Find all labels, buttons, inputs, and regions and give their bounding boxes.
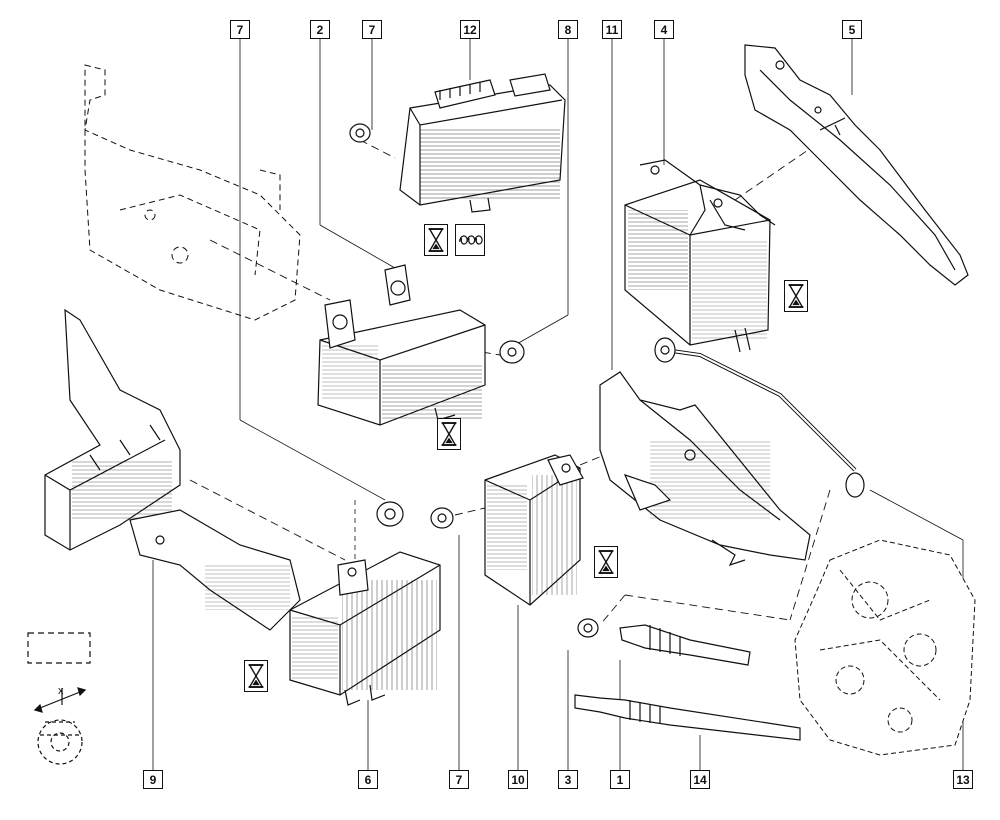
callout-13: 13: [953, 770, 973, 789]
callout-7-top: 7: [362, 20, 382, 39]
callout-8: 8: [558, 20, 578, 39]
callout-10: 10: [508, 770, 528, 789]
callout-6: 6: [358, 770, 378, 789]
callout-14: 14: [690, 770, 710, 789]
part-11-bracket: [599, 371, 811, 567]
hourglass-icon: [424, 224, 448, 256]
callout-3: 3: [558, 770, 578, 789]
part-6-heat-sink-relay: [289, 551, 441, 706]
part-1-glow-plug: [619, 624, 751, 666]
part-13-engine-block: [794, 539, 976, 756]
hourglass-icon: [594, 546, 618, 578]
callout-7-bottom: 7: [449, 770, 469, 789]
legend-nut-symbol: [37, 719, 83, 765]
callout-2: 2: [310, 20, 330, 39]
part-14-glow-plug: [574, 694, 801, 741]
part-5-mounting-bracket: [744, 44, 969, 286]
hourglass-icon: [244, 660, 268, 692]
part-10-relay-module: [484, 454, 584, 606]
callout-11: 11: [602, 20, 622, 39]
ground-strap-cable: [654, 337, 865, 498]
part-12-control-module: [399, 73, 566, 213]
spring-washer-icon: [455, 224, 485, 256]
fastener-nuts: [349, 123, 599, 638]
callout-1: 1: [610, 770, 630, 789]
part-2-relay-housing: [317, 264, 486, 426]
callout-9: 9: [143, 770, 163, 789]
ghost-mounting-frame: [84, 64, 301, 321]
legend-dashed-box: [27, 632, 91, 664]
part-4-relay-box: [624, 159, 776, 353]
callout-7-top-left: 7: [230, 20, 250, 39]
axis-symbol: [33, 687, 87, 713]
callout-12: 12: [460, 20, 480, 39]
callout-5: 5: [842, 20, 862, 39]
hourglass-icon: [784, 280, 808, 312]
part-9-support-bracket: [44, 308, 301, 631]
callout-4: 4: [654, 20, 674, 39]
hourglass-icon: [437, 418, 461, 450]
axis-label: x: [58, 685, 64, 697]
